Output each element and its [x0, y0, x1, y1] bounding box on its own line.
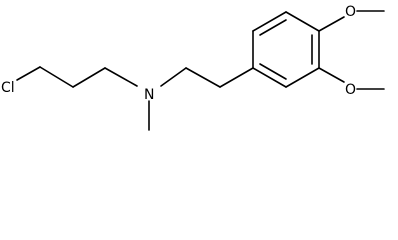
bond-n-c4: [160, 67, 187, 87]
chloropropyl-chain: [16, 66, 138, 88]
methoxy-bottom: [318, 67, 385, 90]
bond-ring-o-bottom: [318, 67, 345, 83]
bond-c4-c5: [185, 67, 221, 88]
ring-double-bond-3: [259, 63, 287, 80]
ring-bond-3: [285, 11, 320, 32]
benzene-ring: [252, 11, 320, 88]
chlorine-label: Cl: [1, 80, 15, 96]
oxygen-bottom-label: O: [345, 82, 356, 98]
bond-cl-c1: [16, 66, 41, 81]
oxygen-top-label: O: [345, 4, 356, 20]
bond-ring-o-top: [318, 16, 345, 32]
bond-c1-c2: [39, 66, 74, 88]
ring-bond-6: [252, 67, 287, 88]
bond-c2-c3: [72, 67, 106, 88]
bond-c3-n: [104, 67, 138, 87]
ethyl-linker: [160, 67, 254, 88]
bond-c5-ring: [219, 67, 254, 88]
ring-bond-2: [252, 11, 287, 32]
chemical-structure: Cl N O O: [1, 4, 385, 131]
nitrogen-label: N: [144, 87, 154, 103]
methoxy-top: [318, 10, 385, 32]
ring-bond-5: [285, 67, 320, 88]
ring-double-bond-1: [259, 19, 287, 36]
